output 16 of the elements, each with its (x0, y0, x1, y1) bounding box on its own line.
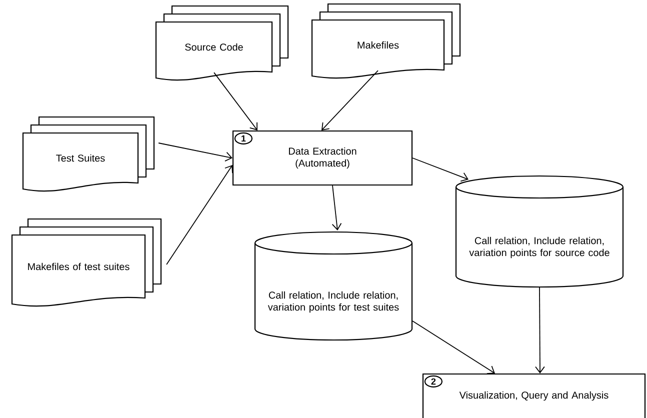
arrow (412, 158, 468, 182)
document-stack: Makefiles of test suites (11, 218, 162, 307)
arrow (158, 142, 232, 162)
arrow (535, 287, 545, 374)
document-stack: Source Code (155, 5, 289, 81)
arrow (412, 320, 495, 374)
step-number: 1 (234, 132, 252, 144)
arrow (166, 165, 233, 265)
step-number: 2 (424, 375, 442, 388)
arrow (321, 70, 378, 130)
document-stack: Makefiles (311, 3, 461, 79)
document-stack: Test Suites (22, 116, 155, 192)
arrow (214, 72, 258, 130)
database-cylinder: Call relation, Include relation, variation points for test suites (254, 231, 413, 341)
database-cylinder: Call relation, Include relation, variation points for source code (455, 175, 624, 288)
arrow (332, 185, 342, 230)
